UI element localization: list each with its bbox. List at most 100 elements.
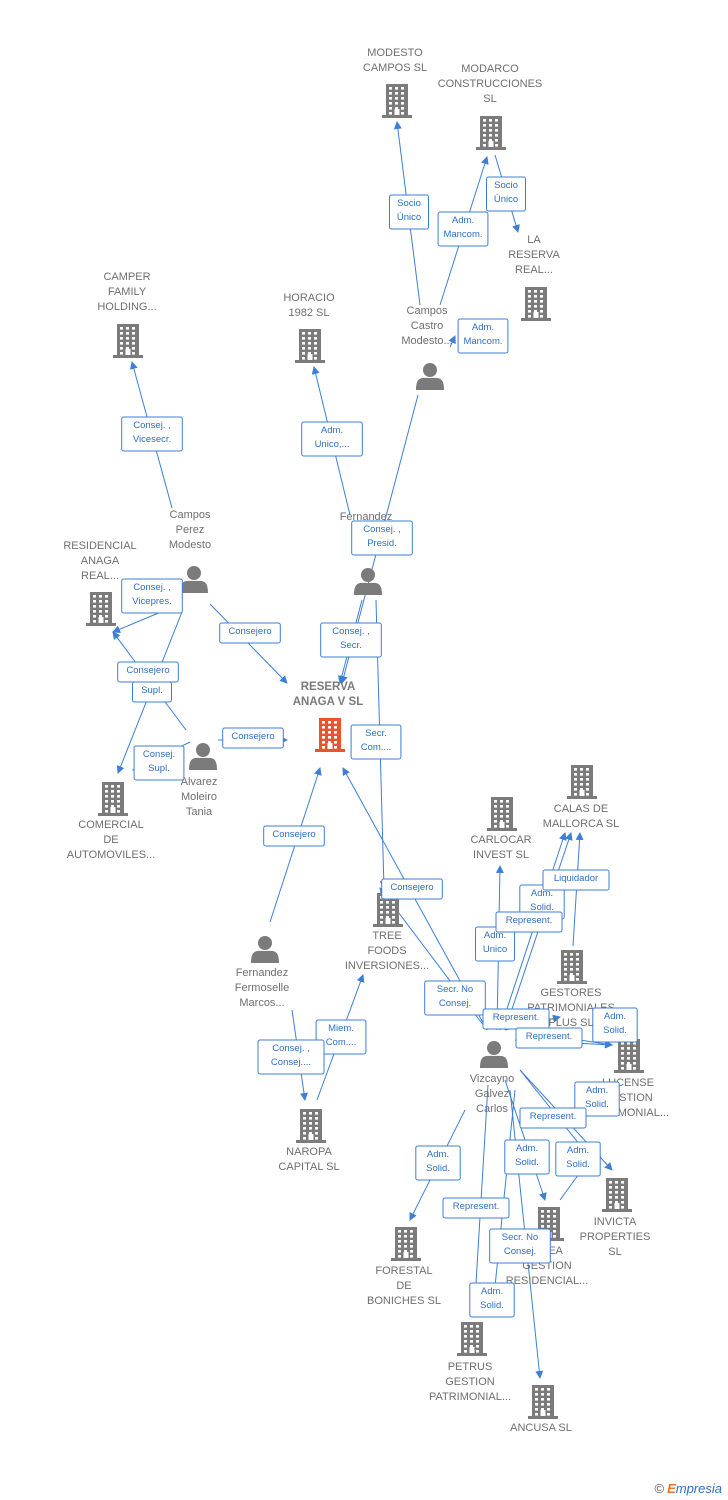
edge-label-text: Adm.	[321, 425, 343, 436]
node-label: FORESTAL	[375, 1265, 432, 1277]
edge-label-box	[442, 1197, 510, 1219]
footer-brand[interactable]: ©Empresia	[654, 1481, 722, 1496]
node-label: PROPERTIES	[580, 1231, 651, 1243]
edge-label-camposcastro-lareserva[interactable]: Adm.Mancom.	[457, 318, 509, 354]
edge-label-fernandezm-reserva[interactable]: Consej. ,Secr.	[320, 622, 382, 658]
edge-label-vizcayno-gestores[interactable]: Represent.	[482, 1008, 550, 1030]
node-petrus[interactable]: PETRUSGESTIONPATRIMONIAL...	[429, 1322, 511, 1403]
edge-label-vizcayno-forestal[interactable]: Adm.Solid.	[415, 1145, 461, 1181]
edge-label-text: Único	[397, 212, 421, 223]
building-icon	[113, 324, 143, 358]
edge-label-text: Adm.	[427, 1149, 449, 1160]
edge-label-text: Liquidador	[554, 873, 598, 884]
node-residencial[interactable]: RESIDENCIALANAGAREAL...	[63, 540, 137, 626]
edge-label-text: Adm.	[452, 215, 474, 226]
edge-label-camposperez-residencial[interactable]: Consej. ,Vicepres.	[121, 578, 183, 614]
edge-label-vizcayno-petrus[interactable]: Adm.Solid.	[469, 1282, 515, 1318]
node-label: INVERSIONES...	[345, 960, 429, 972]
edge-label-box	[489, 1228, 551, 1264]
node-label: Fermoselle	[235, 982, 289, 994]
edge-label-vizcayno-tree[interactable]: Consejero	[381, 878, 443, 900]
node-label: REAL...	[515, 264, 553, 276]
node-label: Castro	[411, 320, 443, 332]
node-label: PATRIMONIAL...	[429, 1391, 511, 1403]
node-label: CAMPER	[103, 271, 150, 283]
edge-label-box	[495, 911, 563, 933]
edge-label-text: Com....	[326, 1037, 357, 1048]
edge-label-vizcayno-carlocar[interactable]: Adm.Unico	[475, 926, 515, 962]
node-comercial[interactable]: COMERCIALDEAUTOMOVILES...	[67, 782, 155, 861]
edge-label-fermoselle-reserva[interactable]: Consejero	[263, 825, 325, 847]
node-label: HORACIO	[283, 292, 335, 304]
edge-label-box	[486, 176, 526, 212]
node-label: INVICTA	[594, 1216, 637, 1228]
node-label: Marcos...	[239, 997, 284, 1009]
edge-label-box	[574, 1081, 620, 1117]
edge-label-text: Consejero	[126, 665, 169, 676]
edge-label-camposperez-comercial[interactable]: Supl.	[132, 681, 172, 703]
edge-label-vizcayno-linea[interactable]: Adm. Solid.	[555, 1141, 601, 1177]
edge-label-vizcayno-petrus[interactable]: Represent.	[442, 1197, 510, 1219]
edge-label-fernandezm-horacio[interactable]: Adm. Unico,...	[301, 421, 363, 457]
node-fermoselle[interactable]: FernandezFermoselleMarcos...	[235, 936, 289, 1009]
relation-edge-camposcastro-lareserva	[448, 335, 456, 348]
edge-label-text: Solid.	[566, 1159, 590, 1170]
edge-label-text: Unico,...	[315, 439, 350, 450]
edge-label-alvarez-reserva[interactable]: Consejero	[222, 727, 284, 749]
edge-label-naropa-tree[interactable]: Miem.Com....	[315, 1019, 367, 1055]
edge-label-alvarez-comercial[interactable]: Consej.Supl.	[133, 745, 185, 781]
edge-label-vizcayno-invicta[interactable]: Represent.	[519, 1107, 587, 1129]
building-icon	[487, 797, 517, 831]
building-icon	[315, 718, 345, 752]
edge-label-vizcayno-linea[interactable]: Adm.Solid.	[504, 1139, 550, 1175]
edge-label-text: Solid.	[480, 1300, 504, 1311]
node-label: Campos	[407, 305, 448, 317]
edge-label-text: Solid.	[530, 902, 554, 913]
edge-label-text: Adm.	[567, 1145, 589, 1156]
edge-label-text: Presid.	[367, 538, 397, 549]
edge-label-box	[469, 1282, 515, 1318]
edge-label-vizcayno-lucense[interactable]: Represent.	[515, 1027, 583, 1049]
node-lareserva[interactable]: LARESERVAREAL...	[508, 234, 560, 321]
edge-label-fermoselle-naropa[interactable]: Consej. ,Consej....	[257, 1039, 325, 1075]
edge-label-camposperez-reserva[interactable]: Consejero	[219, 622, 281, 644]
node-label: HOLDING...	[97, 301, 156, 313]
edge-label-text: Consej. ,	[133, 582, 171, 593]
edge-label-camposcastro-modarco[interactable]: Adm.Mancom.	[437, 211, 489, 247]
node-ancusa[interactable]: ANCUSA SL	[510, 1385, 572, 1434]
edge-label-text: Consej. ,	[363, 524, 401, 535]
node-tree[interactable]: TREEFOODSINVERSIONES...	[345, 893, 429, 972]
node-camposcastro[interactable]: CamposCastroModesto...	[401, 305, 453, 390]
edge-label-vizcayno-lucense[interactable]: Adm.Solid.	[592, 1007, 638, 1043]
edge-label-vizcayno-invicta[interactable]: Adm.Solid.	[574, 1081, 620, 1117]
node-label: AUTOMOVILES...	[67, 849, 155, 861]
brand-name: mpresia	[675, 1481, 722, 1496]
node-camper[interactable]: CAMPERFAMILYHOLDING...	[97, 271, 157, 358]
edge-label-box	[121, 578, 183, 614]
building-icon	[521, 287, 551, 321]
edge-label-vizcayno-calas[interactable]: Represent.	[495, 911, 563, 933]
edge-label-fernandezm-tree[interactable]: Secr.Com....	[350, 724, 402, 760]
edge-label-camposcastro-reserva[interactable]: Consej. , Presid.	[351, 520, 413, 556]
person-icon	[416, 363, 444, 390]
edge-label-gestores-calas[interactable]: Liquidador	[542, 869, 610, 891]
edge-label-box	[457, 318, 509, 354]
edge-label-camposperez-camper[interactable]: Consej. ,Vicesecr.	[121, 416, 183, 452]
edge-label-alvarez-residencial[interactable]: Consejero	[117, 661, 179, 683]
